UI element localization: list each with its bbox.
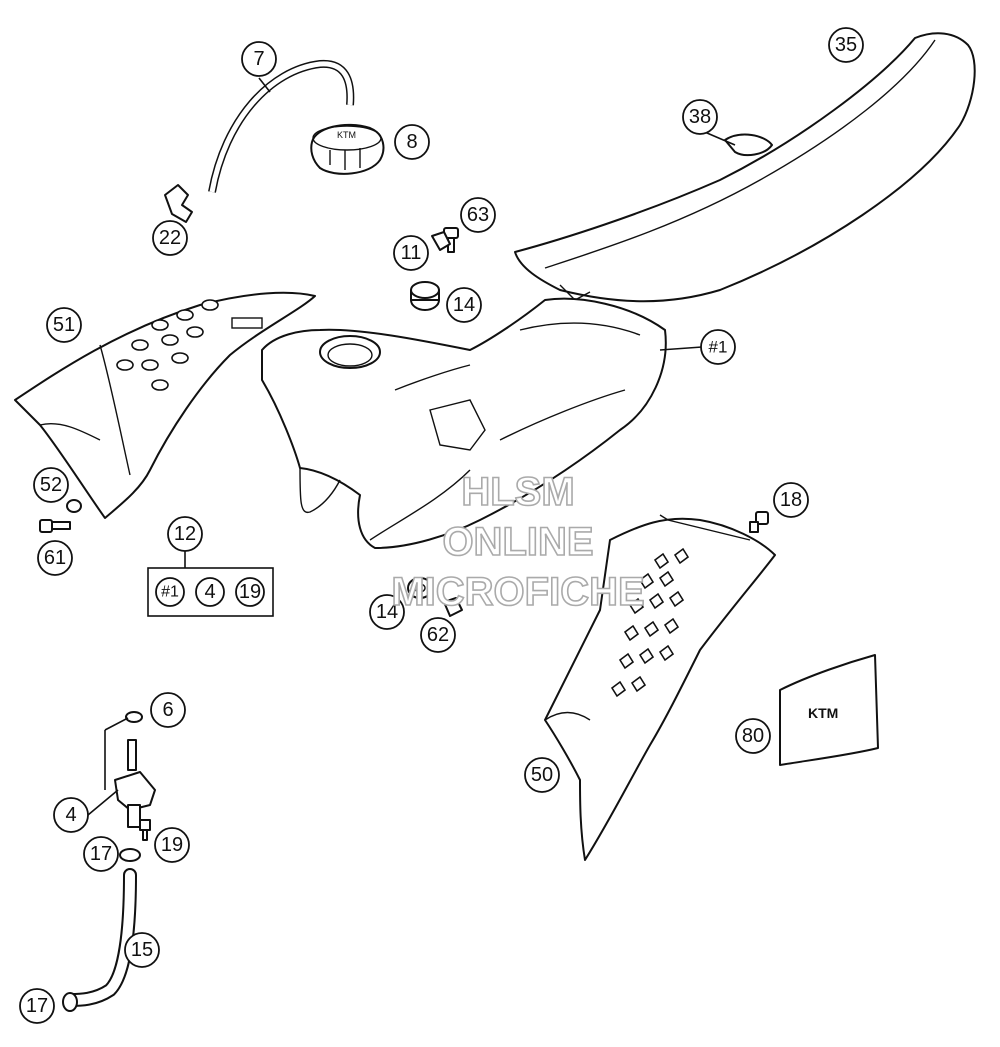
callout-61: 61 [37, 540, 73, 576]
seat [514, 32, 976, 303]
fuel-tank [261, 297, 667, 549]
screw-19 [139, 819, 151, 841]
o-ring-6 [125, 711, 143, 723]
callout-52: 52 [33, 467, 69, 503]
callout-17-lower: 17 [19, 988, 55, 1024]
callout-15: 15 [124, 932, 160, 968]
callout-38: 38 [682, 99, 718, 135]
callout-4: 4 [53, 797, 89, 833]
kit-item-2: 4 [204, 581, 215, 603]
washer-52 [66, 499, 82, 513]
callout-14-top: 14 [446, 287, 482, 323]
fuel-tap [114, 739, 156, 828]
watermark-line-3: MICROFICHE [391, 570, 644, 614]
bolt-18 [749, 511, 769, 533]
callout-62: 62 [420, 617, 456, 653]
svg-text:#1: #1 [709, 338, 728, 357]
clamp-17-lower [62, 992, 78, 1012]
svg-text:15: 15 [131, 939, 153, 961]
watermark: HLSM ONLINE MICROFICHE [391, 469, 646, 615]
bushing-14-top [410, 281, 440, 311]
clamp-17-upper [119, 848, 141, 862]
svg-text:11: 11 [401, 242, 422, 264]
svg-text:17: 17 [26, 995, 48, 1017]
svg-text:14: 14 [376, 601, 398, 623]
kit-item-3: 19 [239, 581, 261, 603]
svg-text:22: 22 [159, 227, 181, 249]
svg-text:7: 7 [253, 48, 264, 70]
svg-text:17: 17 [90, 843, 112, 865]
bolt-61 [39, 519, 71, 533]
svg-text:61: 61 [44, 547, 66, 569]
fuel-cap: KTM [310, 123, 385, 175]
watermark-line-1: HLSM [461, 470, 574, 514]
svg-text:38: 38 [689, 106, 711, 128]
callout-8: 8 [394, 124, 430, 160]
callout-6: 6 [150, 692, 186, 728]
svg-text:63: 63 [467, 204, 489, 226]
leader-lines [87, 77, 736, 816]
left-shroud [14, 291, 316, 519]
svg-text:52: 52 [40, 474, 62, 496]
right-shroud [544, 514, 776, 861]
callout-19: 19 [154, 827, 190, 863]
nut-11 [431, 231, 451, 251]
nut-62 [443, 597, 463, 617]
kit-box: #1 4 19 [147, 548, 274, 617]
elbow-fitting [164, 184, 193, 223]
callout-7: 7 [241, 41, 277, 77]
svg-text:80: 80 [742, 725, 764, 747]
callout-11: 11 [393, 235, 429, 271]
ktm-decal: KTM [779, 654, 879, 766]
svg-text:62: 62 [427, 624, 449, 646]
svg-text:12: 12 [174, 523, 196, 545]
bushing-14-lower [407, 577, 433, 599]
svg-text:51: 51 [53, 314, 75, 336]
callout-12: 12 [167, 516, 203, 552]
svg-text:19: 19 [161, 834, 183, 856]
fuel-hose-inner [65, 870, 135, 1005]
svg-text:4: 4 [65, 804, 76, 826]
vent-hose-inner [209, 61, 353, 193]
kit-item-1: #1 [161, 584, 179, 601]
callout-17-upper: 17 [83, 836, 119, 872]
callout-14-lower: 14 [369, 594, 405, 630]
callout-35: 35 [828, 27, 864, 63]
callout-50: 50 [524, 757, 560, 793]
svg-text:KTM: KTM [337, 130, 356, 140]
callout-63: 63 [460, 197, 496, 233]
callout-1: #1 [700, 329, 736, 365]
callout-51: 51 [46, 307, 82, 343]
callout-22: 22 [152, 220, 188, 256]
svg-text:14: 14 [453, 294, 475, 316]
callout-18: 18 [773, 482, 809, 518]
svg-text:KTM: KTM [808, 705, 838, 721]
svg-text:6: 6 [162, 699, 173, 721]
svg-text:35: 35 [835, 34, 857, 56]
svg-text:18: 18 [780, 489, 802, 511]
svg-text:50: 50 [531, 764, 553, 786]
callout-80: 80 [735, 718, 771, 754]
svg-text:8: 8 [406, 131, 417, 153]
seat-patch [724, 133, 773, 157]
watermark-line-2: ONLINE [442, 520, 593, 564]
